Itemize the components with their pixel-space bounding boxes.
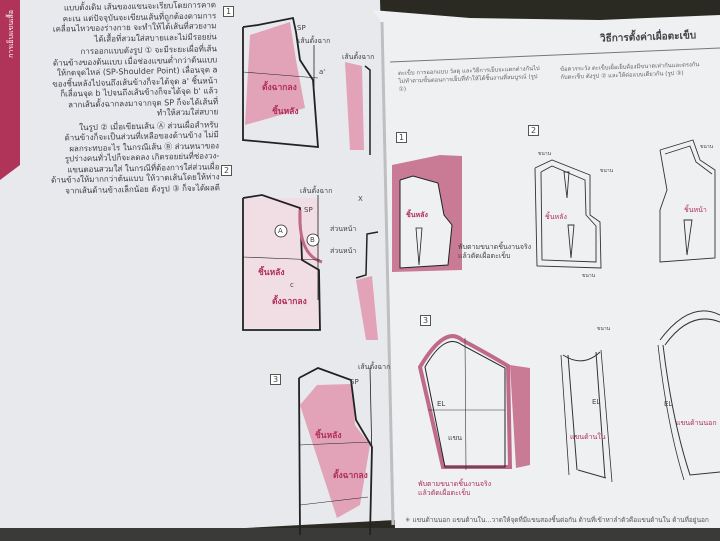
- left-figure-2: [242, 194, 379, 340]
- cut-note-2: พับตามขนาดชิ้นงานจริง แล้วตัดเผื่อตะเข็บ: [418, 480, 491, 498]
- label-seam-3: ขนาน: [582, 273, 596, 279]
- text-line: แล้วตัดเผื่อตะเข็บ: [458, 252, 511, 260]
- body-text: แบบตั้งเดิม เส้นของแขนจะเรียบโดยการคาด ค…: [38, 0, 220, 199]
- paragraph-3: ในรูป ② เมื่อเขียนเส้น Ⓐ ส่วนเผื่อสำหรับ…: [41, 120, 221, 197]
- figure-number-1: 1: [223, 6, 235, 17]
- label-front-part: ส่วนหน้า: [330, 225, 357, 233]
- label-back-piece-2: ชิ้นหลัง: [258, 268, 285, 278]
- label-seam-2: ขนาน: [600, 168, 614, 174]
- label-perpendicular-3: ตั้งฉากลง: [333, 471, 368, 481]
- label-perpendicular-2: ตั้งฉากลง: [272, 297, 307, 307]
- label-front-piece: ชิ้นหน้า: [684, 206, 707, 214]
- side-tab-shape: [0, 0, 20, 180]
- label-seam-1: ขนาน: [538, 151, 552, 157]
- label-inner-sleeve: แขนด้านใน: [570, 433, 606, 441]
- right-figure-number-1: 1: [396, 132, 408, 143]
- label-outer-sleeve: แขนด้านนอก: [676, 419, 717, 427]
- paragraph-2: การออกแบบดังรูป ① จะมีระยะเผื่อที่เส้น ด…: [39, 44, 219, 121]
- label-sp-3: SP: [350, 378, 359, 386]
- label-sp-2: SP: [304, 206, 313, 214]
- right-figure-1: [392, 155, 462, 272]
- label-circle-a: A: [278, 227, 283, 235]
- label-c: c: [290, 281, 294, 289]
- label-el-3: EL: [664, 400, 673, 408]
- label-el-1: EL: [437, 400, 446, 408]
- side-tab: การเย็บแขนเสื้อ: [2, 0, 20, 170]
- label-vertical-line-2: เส้นตั้งฉาก: [342, 53, 375, 61]
- cut-note-1: พับตามขนาดชิ้นงานจริง แล้วตัดเผื่อตะเข็บ: [458, 243, 531, 261]
- label-el-2: EL: [592, 398, 601, 406]
- right-figure-3: [417, 310, 720, 483]
- label-front-part-2: ส่วนหน้า: [330, 247, 357, 255]
- label-circle-b: B: [310, 236, 315, 244]
- figure-number-2: 2: [221, 165, 233, 176]
- footnote: ✳ แขนด้านนอก แขนด้านใน...วาดให้จุดที่มีแ…: [405, 516, 709, 524]
- paragraph-1: แบบตั้งเดิม เส้นของแขนจะเรียบโดยการคาด ค…: [38, 0, 217, 46]
- text-line: พับตามขนาดชิ้นงานจริง: [418, 480, 492, 488]
- left-page: [0, 0, 395, 541]
- right-figure-number-3: 3: [420, 315, 432, 326]
- text-line: แล้วตัดเผื่อตะเข็บ: [418, 489, 471, 497]
- left-figure-1: [242, 16, 371, 155]
- right-figure-2: [534, 139, 716, 269]
- label-vertical-line: เส้นตั้งฉาก: [298, 37, 331, 45]
- label-a-prime: a': [319, 68, 326, 76]
- label-sp: SP: [297, 24, 306, 32]
- label-perpendicular: ตั้งฉากลง: [262, 83, 297, 93]
- label-vertical-line-4: เส้นตั้งฉาก: [358, 363, 391, 371]
- label-vertical-line-3: เส้นตั้งฉาก: [300, 187, 333, 195]
- label-back-piece-3: ชิ้นหลัง: [315, 431, 342, 441]
- label-x: X: [358, 195, 363, 203]
- label-back-piece-r2: ชิ้นหลัง: [545, 213, 567, 221]
- label-back-piece-r: ชิ้นหลัง: [406, 211, 428, 219]
- figure-number-3: 3: [270, 374, 282, 385]
- label-sleeve: แขน: [448, 434, 463, 442]
- label-back-piece: ชิ้นหลัง: [272, 107, 299, 117]
- text-line: พับตามขนาดชิ้นงานจริง: [458, 243, 532, 251]
- right-figure-number-2: 2: [528, 125, 540, 136]
- left-figure-3: [298, 367, 373, 536]
- side-tab-label: การเย็บแขนเสื้อ: [7, 10, 15, 58]
- label-seam-5: ขนาน: [597, 326, 611, 332]
- label-seam-4: ขนาน: [700, 144, 714, 150]
